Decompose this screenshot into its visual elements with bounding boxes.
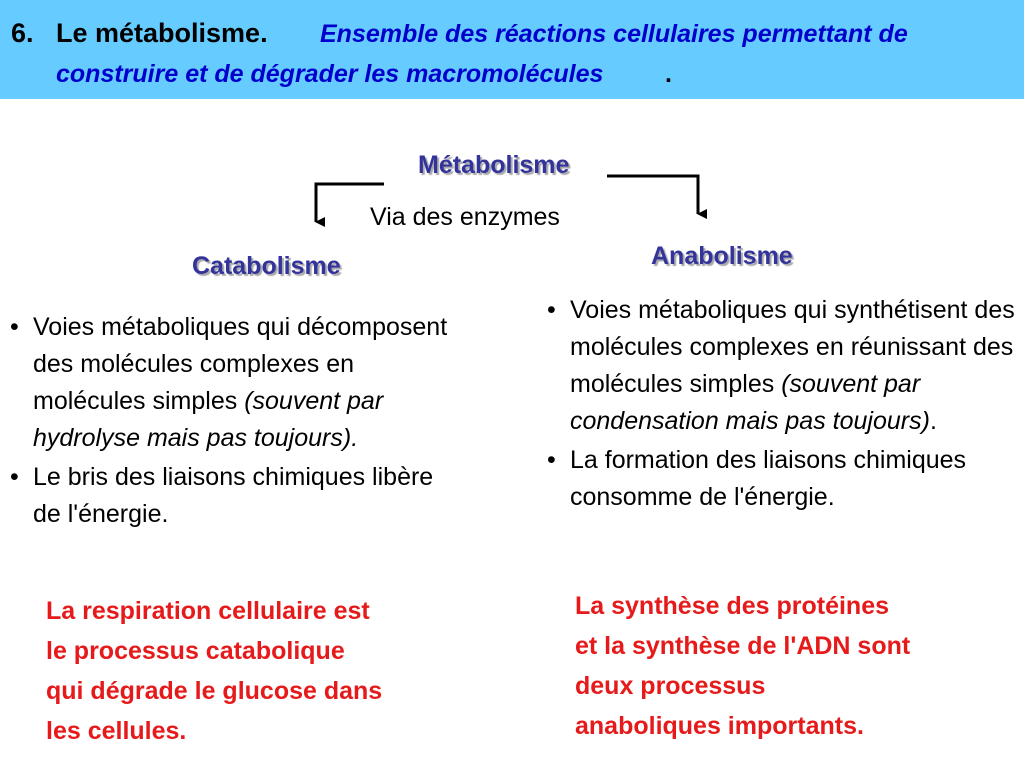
catabolism-note-line: La respiration cellulaire est	[46, 597, 370, 625]
slide-subtitle-line-2: construire et de dégrader les macromoléc…	[56, 60, 604, 88]
catabolism-bullet-1-italic: (souvent par hydrolyse mais pas toujours…	[33, 387, 384, 452]
bullet-marker: •	[547, 446, 556, 474]
bullet-marker: •	[10, 463, 19, 491]
anabolism-bullet-2-text: La formation des liaisons chimiques cons…	[570, 446, 967, 511]
anabolism-bullet-1: • Voies métaboliques qui synthétisent de…	[545, 292, 1015, 440]
header-band: 6. Le métabolisme. Ensemble des réaction…	[0, 0, 1024, 99]
anabolism-bullet-1-tail: .	[929, 407, 937, 435]
catabolism-note-line: le processus catabolique	[46, 637, 345, 665]
slide-title: Le métabolisme.	[56, 18, 268, 48]
anabolism-bullet-2: • La formation des liaisons chimiques co…	[545, 442, 1015, 516]
catabolism-bullet-2: • Le bris des liaisons chimiques libère …	[8, 459, 458, 533]
subtitle-period: .	[665, 60, 672, 88]
anabolism-bullet-1-text: Voies métaboliques qui synthétisent des …	[570, 296, 1015, 398]
anabolism-bullet-1-italic: (souvent par condensation mais pas toujo…	[570, 370, 930, 435]
section-number: 6.	[11, 18, 34, 48]
catabolism-bullet-1: • Voies métaboliques qui décomposent des…	[8, 309, 458, 457]
catabolism-bullet-1-text: Voies métaboliques qui décomposent des m…	[33, 313, 448, 415]
anabolism-note-line: deux processus	[575, 672, 766, 700]
arrow-to-anabolism	[607, 174, 707, 219]
catabolism-node: Catabolisme	[192, 252, 341, 280]
metabolism-node: Métabolisme	[418, 151, 570, 179]
catabolism-bullet-2-text: Le bris des liaisons chimiques libère de…	[33, 463, 434, 528]
bullet-marker: •	[547, 296, 556, 324]
catabolism-bullets: • Voies métaboliques qui décomposent des…	[8, 309, 458, 533]
catabolism-note: La respiration cellulaire est le process…	[46, 591, 456, 751]
anabolism-note-line: La synthèse des protéines	[575, 592, 890, 620]
catabolism-note-line: les cellules.	[46, 717, 187, 745]
bullet-marker: •	[10, 313, 19, 341]
via-enzymes-label: Via des enzymes	[370, 203, 560, 231]
anabolism-note-line: anaboliques importants.	[575, 712, 864, 740]
arrow-to-catabolism	[314, 182, 384, 227]
slide-subtitle-line-1: Ensemble des réactions cellulaires perme…	[320, 20, 908, 48]
anabolism-note-line: et la synthèse de l'ADN sont	[575, 632, 911, 660]
catabolism-note-line: qui dégrade le glucose dans	[46, 677, 383, 705]
anabolism-node: Anabolisme	[651, 242, 793, 270]
anabolism-note: La synthèse des protéines et la synthèse…	[575, 586, 1005, 746]
anabolism-bullets: • Voies métaboliques qui synthétisent de…	[545, 292, 1015, 516]
